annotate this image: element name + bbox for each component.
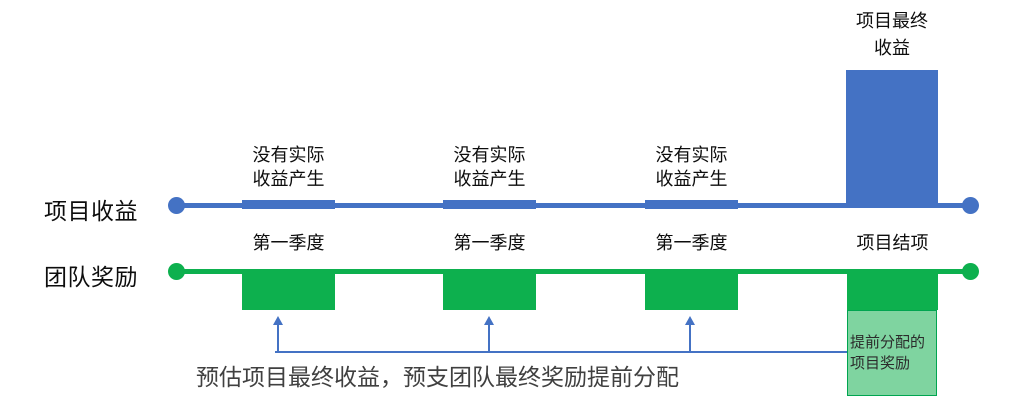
row-label-project-revenue: 项目收益 (44, 199, 138, 224)
period-label-q1: 第一季度 (252, 233, 325, 253)
row-label-team-reward: 团队奖励 (44, 265, 138, 290)
revenue-segment-q2 (443, 200, 536, 209)
revenue-axis-end-dot (962, 197, 979, 214)
period-label-q2: 第一季度 (453, 233, 526, 253)
arrow-stem-q1 (277, 323, 279, 352)
annotation-connector-line (275, 351, 847, 353)
revenue-axis-start-dot (168, 197, 185, 214)
reward-axis-end-dot (962, 263, 979, 280)
final-revenue-caption: 项目最终 收益 (856, 11, 928, 58)
reward-bar-q1 (242, 269, 335, 310)
revenue-caption-q1: 没有实际 收益产生 (252, 145, 325, 189)
arrow-stem-q3 (689, 323, 691, 352)
reward-axis-start-dot (168, 263, 185, 280)
reward-timeline-axis (172, 269, 972, 274)
bottom-annotation-text: 预估项目最终收益，预支团队最终奖励提前分配 (196, 364, 679, 390)
revenue-segment-q1 (242, 200, 335, 209)
callout-text: 提前分配的 项目奖励 (850, 334, 926, 372)
period-label-closure: 项目结项 (856, 233, 929, 253)
arrow-up-icon-q1 (273, 316, 283, 325)
revenue-segment-q3 (645, 200, 738, 209)
final-revenue-bar (846, 70, 938, 205)
arrow-up-icon-q2 (484, 316, 494, 325)
arrow-up-icon-q3 (685, 316, 695, 325)
reward-bar-closure (847, 269, 938, 310)
revenue-caption-q2: 没有实际 收益产生 (453, 145, 526, 189)
bottom-annotation-note: 预估项目最终收益，预支团队最终奖励提前分配 (0, 358, 1011, 392)
period-label-q3: 第一季度 (655, 233, 728, 253)
reward-bar-q2 (443, 269, 536, 310)
reward-bar-q3 (645, 269, 738, 310)
callout-box-preallocated-reward: 提前分配的 项目奖励 (847, 310, 937, 396)
revenue-caption-q3: 没有实际 收益产生 (655, 145, 728, 189)
arrow-stem-q2 (488, 323, 490, 352)
revenue-timeline-axis (172, 203, 972, 208)
